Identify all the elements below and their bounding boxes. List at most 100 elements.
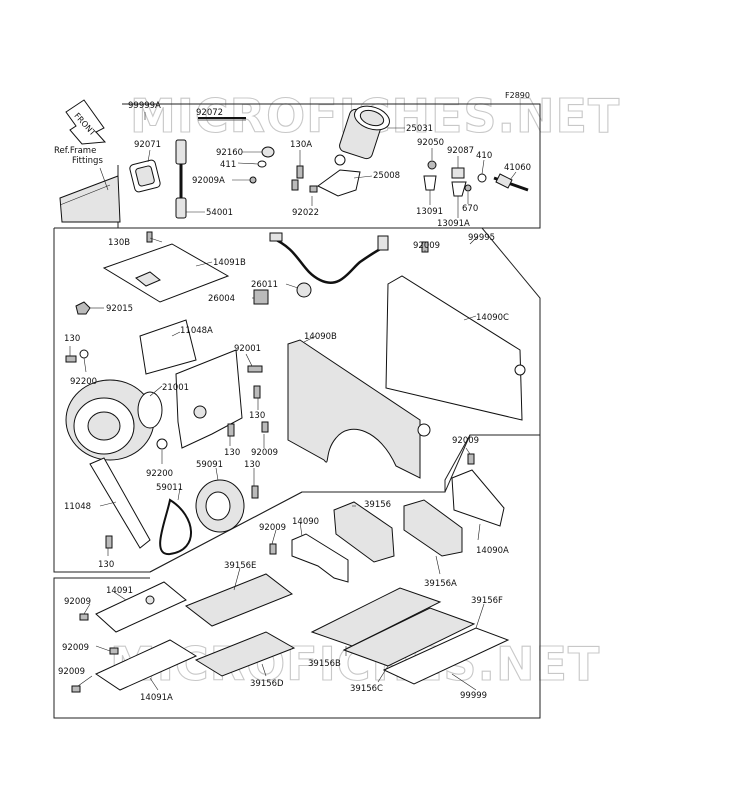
label-39156f: 39156F (471, 596, 503, 606)
part-39156b (310, 587, 442, 647)
label-25008: 25008 (373, 171, 400, 181)
part-bracket-main (175, 349, 243, 449)
label-130a: 130A (290, 140, 312, 150)
label-92009a: 92009A (192, 176, 225, 186)
part-11048 (89, 457, 151, 549)
label-59091: 59091 (196, 460, 223, 470)
label-39156c: 39156C (350, 684, 383, 694)
label-26011: 26011 (251, 280, 278, 290)
part-130a (291, 165, 304, 191)
part-14091b (102, 243, 230, 303)
part-13091a (451, 181, 467, 197)
label-14090c: 14090C (476, 313, 509, 323)
part-54001 (175, 139, 187, 219)
part-25008 (317, 154, 361, 197)
label-92009-c: 92009 (251, 448, 278, 458)
label-92022: 92022 (292, 208, 319, 218)
part-14091a (94, 639, 198, 691)
label-41060: 41060 (504, 163, 531, 173)
part-92015 (75, 301, 91, 315)
part-92200-a (79, 349, 89, 359)
part-130-c (227, 423, 235, 437)
part-130-bot (105, 535, 113, 549)
part-14090b (287, 339, 431, 479)
frame-bottom-kit (53, 434, 541, 719)
figure-code: F2890 (505, 91, 530, 100)
part-25031 (339, 105, 390, 160)
label-92009-m: 92009 (259, 523, 286, 533)
part-92009a (249, 176, 257, 184)
label-13091a: 13091A (437, 219, 470, 229)
label-130b: 130B (108, 238, 130, 248)
part-41060 (493, 173, 529, 192)
label-14090b: 14090B (304, 332, 337, 342)
label-92009-r: 92009 (452, 436, 479, 446)
ref-note-line2: Fittings (72, 156, 103, 166)
label-14090: 14090 (292, 517, 319, 527)
label-59011: 59011 (156, 483, 183, 493)
label-130-d: 130 (244, 460, 260, 470)
part-26011-harness (269, 232, 389, 298)
part-92009-m (269, 543, 277, 555)
label-11048a: 11048A (180, 326, 213, 336)
part-92009-r (467, 453, 475, 465)
label-39156a: 39156A (424, 579, 457, 589)
part-59091-pulley (195, 479, 245, 533)
part-92009-c (261, 421, 269, 433)
label-99999a: 99999A (128, 101, 161, 111)
label-92009-b2: 92009 (62, 643, 89, 653)
label-39156d: 39156D (250, 679, 284, 689)
part-92009-b1 (79, 613, 89, 621)
part-92022 (309, 185, 318, 193)
label-99995: 99995 (468, 233, 495, 243)
part-92200-b (156, 438, 168, 450)
label-92015: 92015 (106, 304, 133, 314)
part-92071 (129, 159, 161, 193)
part-14090 (291, 533, 349, 583)
label-14091: 14091 (106, 586, 133, 596)
part-92087 (451, 167, 465, 179)
label-11048: 11048 (64, 502, 91, 512)
label-92009-b3: 92009 (58, 667, 85, 677)
label-14091a: 14091A (140, 693, 173, 703)
label-39156e: 39156E (224, 561, 256, 571)
label-92200-a: 92200 (70, 377, 97, 387)
label-14091b: 14091B (213, 258, 246, 268)
label-130-left: 130 (64, 334, 80, 344)
part-130-left (65, 355, 77, 363)
label-39156: 39156 (364, 500, 391, 510)
part-39156c (342, 607, 476, 667)
part-39156d (194, 631, 296, 677)
label-130-c: 130 (224, 448, 240, 458)
label-92009-top: 92009 (413, 241, 440, 251)
label-26004: 26004 (208, 294, 235, 304)
part-130-d (251, 485, 259, 499)
part-92072 (198, 117, 246, 121)
part-130-mid (253, 385, 261, 399)
part-14090a (451, 469, 505, 527)
part-14090c (385, 275, 526, 421)
part-59011-belt (159, 498, 192, 556)
label-13091: 13091 (416, 207, 443, 217)
ref-note-line1: Ref.Frame (54, 146, 96, 156)
front-arrow-icon: FRONT (65, 99, 107, 145)
part-410 (477, 173, 487, 183)
part-39156f (382, 627, 510, 685)
part-92160 (261, 146, 275, 158)
part-labels: 99999A 92072 92071 92160 411 92009A 130A… (58, 101, 531, 703)
part-39156 (333, 501, 395, 563)
label-92200-b: 92200 (146, 469, 173, 479)
label-92160: 92160 (216, 148, 243, 158)
frame-fittings (59, 167, 121, 223)
part-26004 (253, 289, 269, 305)
label-99999: 99999 (460, 691, 487, 701)
label-21001: 21001 (162, 383, 189, 393)
part-411 (257, 160, 267, 168)
part-13091 (423, 175, 437, 191)
part-21001-alternator (65, 379, 163, 461)
part-130b (146, 231, 153, 243)
label-92071: 92071 (134, 140, 161, 150)
part-39156a (403, 499, 463, 557)
part-92009-b2 (109, 647, 119, 655)
